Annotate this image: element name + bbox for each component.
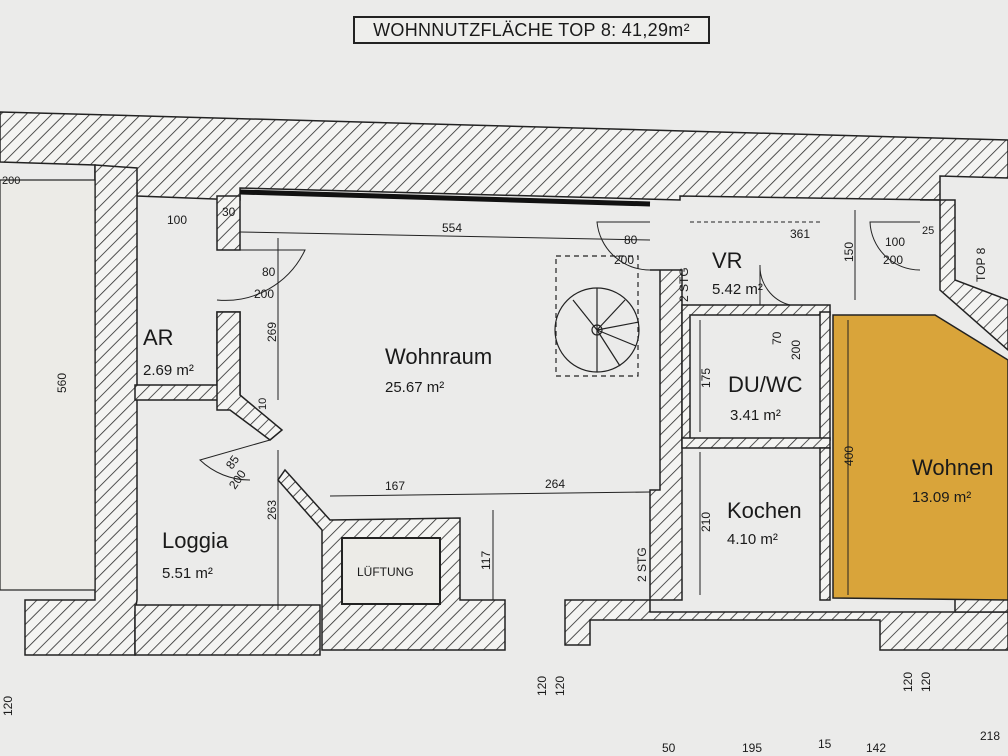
dim-200-a: 200 <box>254 287 274 301</box>
room-wohnen-area: 13.09 m² <box>912 489 971 506</box>
top8-label: TOP 8 <box>974 247 988 282</box>
dim-200-wc: 200 <box>789 340 803 360</box>
dim-100-r: 100 <box>885 235 905 249</box>
dim-150: 150 <box>842 242 856 262</box>
room-ar-area: 2.69 m² <box>143 362 194 379</box>
room-wohnraum-name: Wohnraum <box>385 344 492 369</box>
dimension-lines <box>239 210 856 610</box>
room-loggia-area: 5.51 m² <box>162 565 213 582</box>
dim-218: 218 <box>980 729 1000 743</box>
dim-554: 554 <box>442 221 462 235</box>
dim-120-b: 120 <box>535 676 549 696</box>
lueftung-box <box>341 537 441 605</box>
dim-142: 142 <box>866 741 886 755</box>
stairs-label-vr: 2 STG <box>677 267 691 302</box>
dim-263: 263 <box>265 500 279 520</box>
left-neighbor-room <box>0 179 96 591</box>
ceiling-beam <box>239 189 651 207</box>
dim-120-d: 120 <box>901 672 915 692</box>
dim-361: 361 <box>790 227 810 241</box>
dim-100-ar: 100 <box>167 213 187 227</box>
room-wohnraum-area: 25.67 m² <box>385 379 444 396</box>
dim-195: 195 <box>742 741 762 755</box>
room-kochen-area: 4.10 m² <box>727 531 778 548</box>
dim-15: 15 <box>818 737 832 751</box>
room-wohnen-name: Wohnen <box>912 455 994 480</box>
dim-200-loggia: 200 <box>226 467 249 492</box>
walls <box>0 111 1008 656</box>
dim-80-vr: 80 <box>624 233 638 247</box>
dim-200-vr: 200 <box>614 253 634 267</box>
dim-175: 175 <box>699 368 713 388</box>
dim-560: 560 <box>55 373 69 393</box>
dim-25: 25 <box>922 225 934 237</box>
door-swings <box>199 221 921 481</box>
lueftung-label: LÜFTUNG <box>357 565 414 579</box>
room-loggia-name: Loggia <box>162 528 229 553</box>
dim-120-e: 120 <box>919 672 933 692</box>
room-kochen-name: Kochen <box>727 498 802 523</box>
dim-80-a: 80 <box>262 265 276 279</box>
room-duwc-name: DU/WC <box>728 372 803 397</box>
wohnen-fill <box>832 314 1008 601</box>
room-ar-name: AR <box>143 325 174 350</box>
dim-200-r: 200 <box>883 253 903 267</box>
dim-10: 10 <box>257 398 269 410</box>
dim-200-top: 200 <box>2 175 20 187</box>
room-duwc-area: 3.41 m² <box>730 407 781 424</box>
stairs-label-kochen: 2 STG <box>635 547 649 582</box>
dim-117: 117 <box>479 551 493 570</box>
dim-269: 269 <box>265 322 279 342</box>
dim-120-c: 120 <box>553 676 567 696</box>
dim-50: 50 <box>662 741 676 755</box>
dim-30: 30 <box>222 205 236 219</box>
dim-400: 400 <box>842 446 856 466</box>
spiral-staircase <box>554 255 640 377</box>
room-vr-area: 5.42 m² <box>712 281 763 298</box>
dim-120-a: 120 <box>1 696 15 716</box>
dim-264: 264 <box>545 477 565 491</box>
room-vr-name: VR <box>712 248 743 273</box>
dim-210: 210 <box>699 512 713 532</box>
dim-70: 70 <box>770 331 784 345</box>
dim-167: 167 <box>385 479 405 493</box>
plan-title: WOHNNUTZFLÄCHE TOP 8: 41,29m² <box>353 16 710 44</box>
